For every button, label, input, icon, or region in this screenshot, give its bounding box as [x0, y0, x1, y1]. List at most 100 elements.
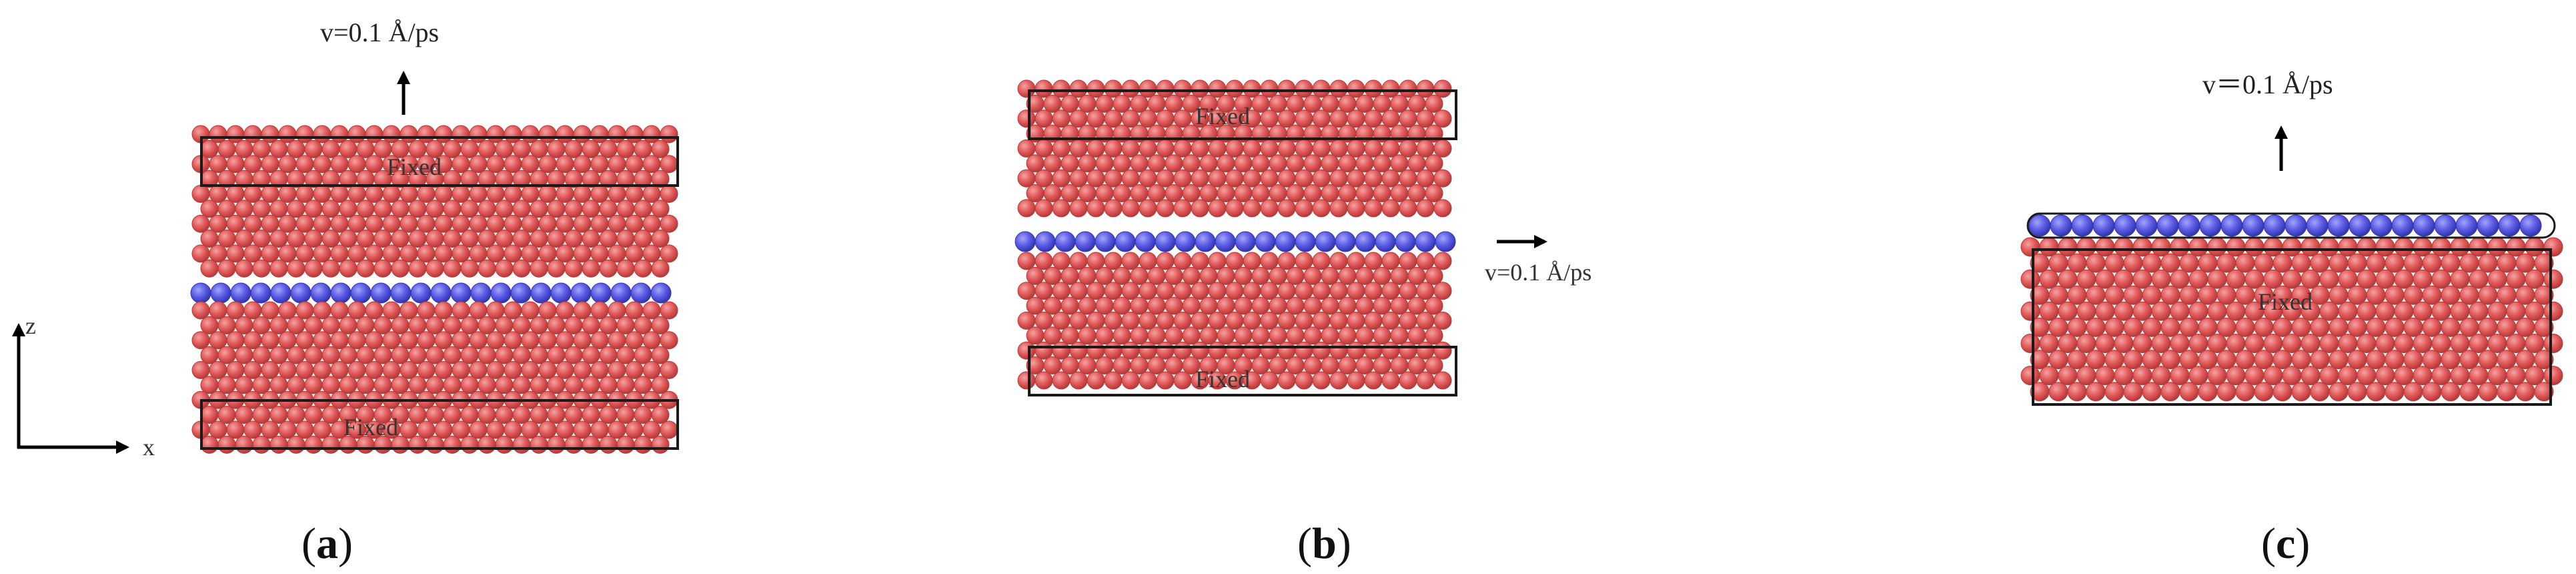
atom — [2310, 285, 2330, 305]
atom — [495, 435, 514, 454]
atom — [538, 331, 557, 350]
atom — [382, 214, 401, 233]
atom — [217, 406, 236, 424]
atom — [650, 282, 672, 304]
atom — [1173, 79, 1192, 98]
atom — [2151, 301, 2171, 321]
atom — [382, 244, 401, 263]
atom — [321, 376, 340, 394]
atom — [252, 230, 271, 248]
atom — [1364, 341, 1383, 360]
atom — [1277, 139, 1296, 158]
atom — [530, 139, 548, 158]
atom — [2385, 253, 2405, 273]
atom — [1147, 154, 1166, 173]
atom — [608, 125, 626, 144]
atom — [1399, 371, 1417, 390]
atom — [230, 282, 251, 304]
atom — [590, 282, 612, 304]
atom — [1260, 139, 1279, 158]
atom — [1069, 371, 1088, 390]
atom — [1095, 154, 1114, 173]
atom — [1087, 169, 1105, 188]
atom — [290, 282, 311, 304]
atom — [573, 331, 592, 350]
atom — [304, 230, 323, 248]
atom — [1295, 79, 1313, 98]
atom — [1251, 154, 1270, 173]
atom — [2188, 237, 2208, 257]
atom — [625, 331, 644, 350]
atom — [634, 435, 652, 454]
atom — [512, 230, 531, 248]
atom — [1415, 231, 1436, 252]
atom — [2391, 214, 2414, 237]
atom — [1035, 231, 1056, 252]
atom — [209, 331, 227, 350]
panel-c-atoms — [2020, 214, 2563, 402]
atom — [1035, 371, 1053, 390]
atom — [200, 435, 219, 454]
atom — [2198, 285, 2218, 305]
atom — [495, 376, 514, 394]
atom — [2235, 350, 2255, 370]
atom — [410, 282, 432, 304]
atom — [590, 155, 609, 174]
atom — [2385, 317, 2405, 337]
atom — [2431, 269, 2451, 289]
atom — [573, 155, 592, 174]
atom — [2319, 237, 2339, 257]
atom — [1295, 252, 1313, 270]
atom — [1104, 139, 1123, 158]
atom — [1017, 109, 1036, 128]
atom — [269, 316, 288, 334]
atom — [269, 139, 288, 158]
atom — [391, 259, 410, 278]
atom — [1182, 184, 1201, 202]
atom — [2263, 269, 2283, 289]
atom — [321, 435, 340, 454]
atom — [2506, 301, 2526, 321]
atom — [209, 155, 227, 174]
atom — [1269, 356, 1287, 374]
atom — [209, 125, 227, 144]
atom — [1399, 109, 1417, 128]
atom — [1435, 231, 1456, 252]
atom — [1399, 79, 1417, 98]
atom — [1295, 311, 1313, 330]
atom — [2160, 350, 2180, 370]
atom — [2403, 253, 2423, 273]
atom — [1052, 341, 1071, 360]
panel-a-fixed-box-bottom — [200, 399, 679, 450]
atom — [1364, 252, 1383, 270]
atom — [1121, 139, 1140, 158]
atom — [504, 331, 522, 350]
atom — [1121, 311, 1140, 330]
atom — [1364, 169, 1383, 188]
atom — [2114, 269, 2134, 289]
atom — [504, 420, 522, 439]
atom — [486, 301, 505, 320]
atom — [321, 139, 340, 158]
atom — [2039, 301, 2059, 321]
atom — [478, 259, 496, 278]
atom — [252, 316, 271, 334]
atom — [1095, 296, 1114, 315]
atom — [339, 376, 358, 394]
atom — [1329, 311, 1348, 330]
atom — [1303, 356, 1322, 374]
atom — [1243, 199, 1261, 218]
atom — [495, 346, 514, 364]
atom — [1121, 282, 1140, 300]
atom — [1147, 296, 1166, 315]
atom — [530, 200, 548, 218]
atom — [469, 420, 488, 439]
atom — [469, 125, 488, 144]
atom — [1243, 139, 1261, 158]
atom — [1407, 296, 1426, 315]
atom — [243, 244, 262, 263]
atom — [634, 139, 652, 158]
atom — [651, 230, 670, 248]
atom — [426, 376, 444, 394]
atom — [321, 200, 340, 218]
